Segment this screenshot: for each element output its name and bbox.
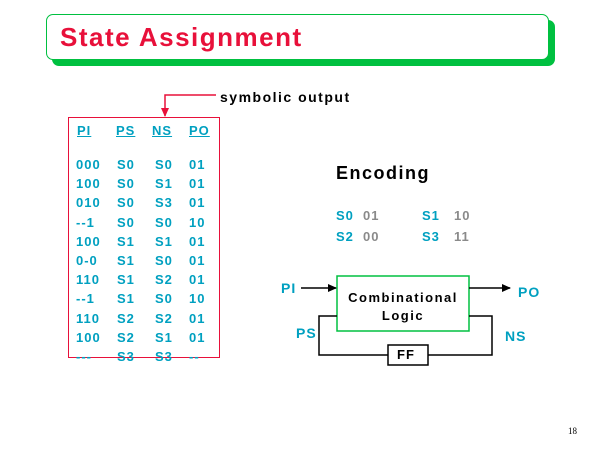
table-cell-ns: S1 xyxy=(155,329,173,345)
table-cell-po: 01 xyxy=(189,233,206,249)
table-cell-ps: S1 xyxy=(117,291,135,307)
table-cell-ns: S0 xyxy=(155,253,173,268)
encoding-code-s3: 11 xyxy=(454,229,470,244)
ff-label: FF xyxy=(397,347,415,362)
ps-feedback-line xyxy=(318,315,388,356)
table-cell-ns: S3 xyxy=(155,195,173,211)
table-cell-ps: S1 xyxy=(117,272,135,288)
combinational-logic-box xyxy=(336,275,470,332)
table-cell-ns: S1 xyxy=(155,233,173,249)
table-cell-po: -- xyxy=(189,349,200,364)
table-cell-ps: S1 xyxy=(117,253,135,268)
page-title: State Assignment xyxy=(60,22,303,52)
table-cell-pi: --1 xyxy=(76,214,95,230)
table-cell-ns: S2 xyxy=(155,272,173,288)
encoding-code-s0: 01 xyxy=(363,208,380,223)
table-cell-ns: S0 xyxy=(155,291,173,307)
table-cell-ns: S1 xyxy=(155,176,173,192)
table-cell-ps: S2 xyxy=(117,310,135,326)
table-cell-po: 01 xyxy=(189,310,206,326)
table-cell-ps: S3 xyxy=(117,349,135,364)
po-label: PO xyxy=(518,284,541,300)
col-header-pi: PI xyxy=(77,123,92,138)
table-cell-ns: S0 xyxy=(155,157,173,172)
table-cell-pi: --- xyxy=(76,349,92,364)
encoding-title: Encoding xyxy=(336,163,430,183)
table-cell-ps: S2 xyxy=(117,329,135,345)
encoding-code-s1: 10 xyxy=(454,208,471,223)
encoding-code-s2: 00 xyxy=(363,229,380,244)
table-cell-ns: S3 xyxy=(155,349,173,364)
combinational-logic-line2: Logic xyxy=(381,308,425,323)
table-cell-pi: 010 xyxy=(76,195,101,211)
col-header-ns: NS xyxy=(152,123,173,138)
symbolic-output-label: symbolic output xyxy=(220,89,351,105)
col-header-ps: PS xyxy=(116,123,136,138)
table-cell-pi: 000 xyxy=(76,157,101,172)
ns-feedback-line xyxy=(428,315,493,356)
combinational-logic-line1: Combinational xyxy=(348,290,458,305)
table-cell-pi: 0-0 xyxy=(76,253,98,268)
table-cell-po: 10 xyxy=(189,214,206,230)
table-cell-pi: 110 xyxy=(76,272,100,288)
table-cell-ps: S0 xyxy=(117,157,135,172)
table-cell-ns: S0 xyxy=(155,214,173,230)
table-cell-po: 01 xyxy=(189,176,206,192)
table-cell-pi: 100 xyxy=(76,329,101,345)
table-cell-po: 01 xyxy=(189,253,206,268)
encoding-state-s2: S2 xyxy=(336,229,354,244)
table-cell-pi: 110 xyxy=(76,310,100,326)
table-cell-po: 01 xyxy=(189,272,206,288)
table-cell-ps: S0 xyxy=(117,214,135,230)
table-cell-pi: 100 xyxy=(76,233,101,249)
table-cell-ns: S2 xyxy=(155,310,173,326)
ff-box xyxy=(387,344,429,366)
table-cell-po: 01 xyxy=(189,157,206,172)
pi-label: PI xyxy=(281,280,297,296)
table-cell-po: 10 xyxy=(189,291,206,307)
table-cell-pi: 100 xyxy=(76,176,101,192)
table-cell-po: 01 xyxy=(189,329,206,345)
symbolic-output-arrow xyxy=(161,94,216,117)
table-cell-ps: S0 xyxy=(117,176,135,192)
encoding-state-s0: S0 xyxy=(336,208,354,223)
table-cell-ps: S1 xyxy=(117,233,135,249)
page-number: 18 xyxy=(568,426,577,436)
encoding-state-s1: S1 xyxy=(422,208,440,223)
table-cell-ps: S0 xyxy=(117,195,135,211)
table-cell-pi: --1 xyxy=(76,291,95,307)
encoding-state-s3: S3 xyxy=(422,229,440,244)
title-box: State Assignment xyxy=(46,14,549,60)
table-cell-po: 01 xyxy=(189,195,206,211)
ns-label: NS xyxy=(505,328,527,344)
col-header-po: PO xyxy=(189,123,210,138)
ps-label: PS xyxy=(296,325,317,341)
